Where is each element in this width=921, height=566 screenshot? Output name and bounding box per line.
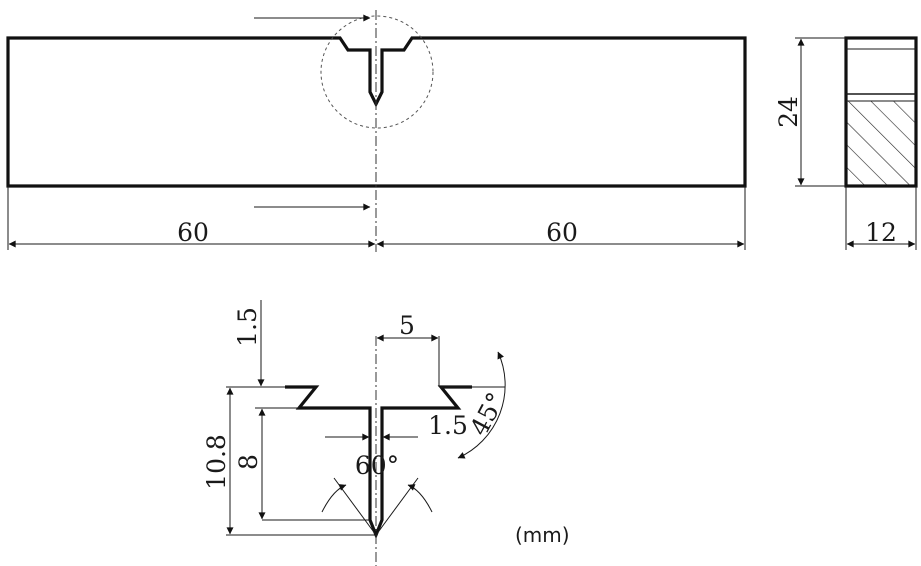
- dim-angle-tip: 60°: [355, 451, 399, 480]
- angle-arc-45: [457, 351, 506, 459]
- angle-arc-60-left: [321, 484, 347, 513]
- side-outline: [844, 36, 918, 188]
- units-label: (mm): [515, 523, 570, 547]
- front-view: 60 60: [6, 10, 747, 252]
- dim-notch-width: 5: [399, 311, 415, 340]
- dim-slot-width: 1.5: [428, 411, 468, 440]
- beam-outline: [6, 36, 747, 188]
- dim-slot-depth: 8: [234, 454, 263, 470]
- angle-arc-60-right: [407, 484, 433, 513]
- dim-left-length: 60: [177, 218, 209, 247]
- dim-width: 12: [865, 218, 897, 247]
- detail-circle: [320, 15, 434, 129]
- dim-top-depth: 1.5: [233, 307, 262, 347]
- dim-height: 24: [774, 96, 803, 128]
- dim-total-depth: 10.8: [202, 434, 231, 490]
- dim-angle-side: 45°: [464, 388, 510, 441]
- dim-right-length: 60: [546, 218, 578, 247]
- side-view: 24 12: [774, 36, 918, 250]
- notch-detail: 5 1.5 10.8 8 1.5 45° 60°: [202, 300, 511, 566]
- hatched-section: [846, 101, 916, 185]
